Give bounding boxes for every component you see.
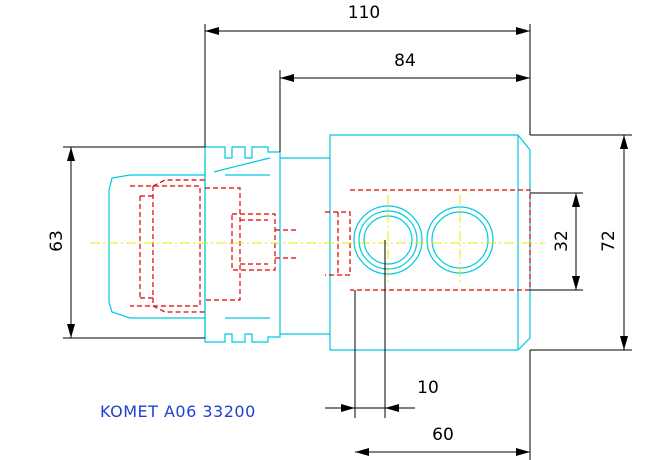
dimension-lines <box>63 24 632 460</box>
dimension-bore-height: 32 <box>552 230 572 252</box>
center-lines <box>90 195 545 285</box>
dimension-bore-length: 60 <box>432 425 454 445</box>
dimension-offset: 10 <box>417 378 439 398</box>
taper-shank-outline <box>108 157 206 338</box>
dimension-overall-length: 110 <box>348 3 380 23</box>
hidden-lines <box>130 179 531 313</box>
part-caption: KOMET A06 33200 <box>100 402 256 421</box>
dimension-shank-diameter: 63 <box>47 230 67 252</box>
bore-hidden <box>350 189 531 291</box>
dimension-body-height: 72 <box>599 230 619 252</box>
flange-outline <box>204 146 281 343</box>
neck-outline <box>280 157 330 335</box>
dimension-body-length: 84 <box>394 51 416 71</box>
